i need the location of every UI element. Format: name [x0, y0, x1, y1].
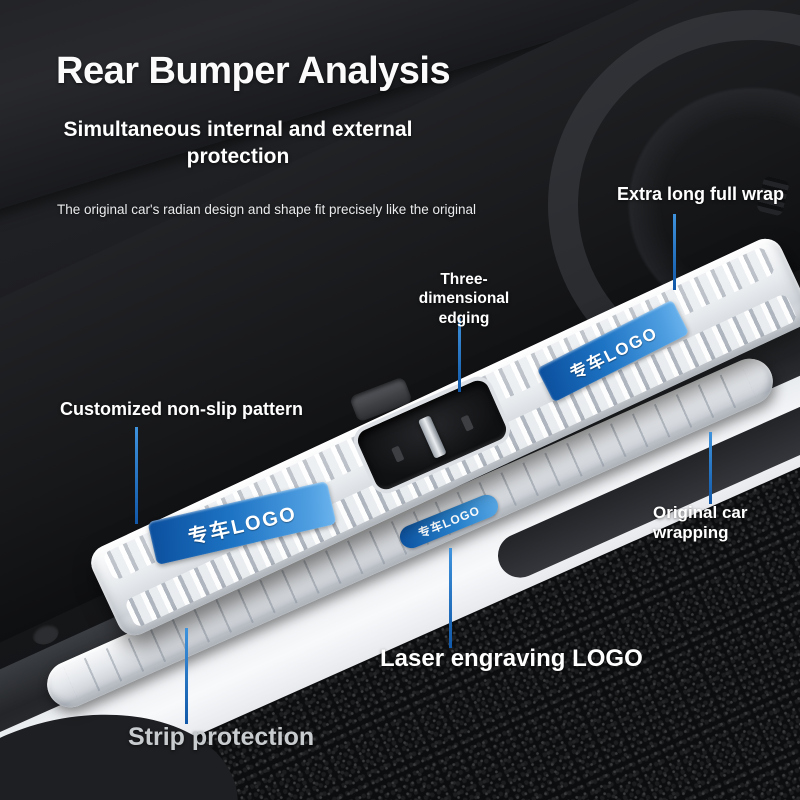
callout-line-customized-non-slip-pattern [135, 427, 138, 524]
latch-striker [417, 415, 447, 459]
page-title: Rear Bumper Analysis [56, 50, 451, 92]
callout-line-strip-protection [185, 628, 188, 724]
callout-line-original-car-wrapping [709, 432, 712, 504]
latch-stud [460, 414, 474, 432]
callout-laser-engraving-logo: Laser engraving LOGO [380, 645, 643, 672]
callout-customized-non-slip-pattern: Customized non-slip pattern [60, 399, 303, 419]
page-description: The original car's radian design and sha… [57, 202, 477, 217]
callout-line-laser-engraving-logo [449, 548, 452, 648]
callout-line-three-dimensional-edging [458, 318, 461, 392]
callout-strip-protection: Strip protection [128, 723, 315, 751]
callout-line-extra-long-full-wrap [673, 214, 676, 290]
latch-stud [391, 445, 405, 463]
callout-three-dimensional-edging: Three-dimensional edging [418, 271, 510, 327]
callout-original-car-wrapping: Original car wrapping [653, 503, 748, 542]
callout-extra-long-full-wrap: Extra long full wrap [617, 184, 785, 204]
page-subtitle: Simultaneous internal and external prote… [63, 118, 413, 169]
